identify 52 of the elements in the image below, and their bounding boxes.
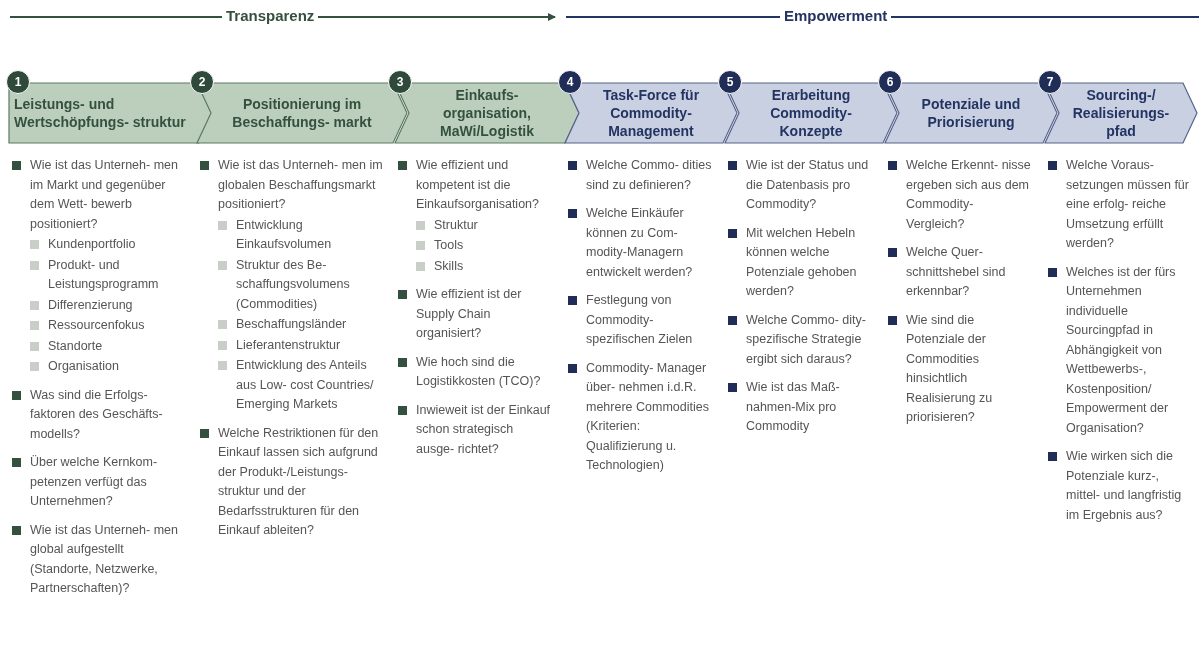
bullet-item: Über welche Kernkom- petenzen verfügt das Unternehmen? xyxy=(12,453,186,512)
sub-bullet-item: Beschaffungsländer xyxy=(200,315,384,335)
step-title: Erarbeitung Commodity- Konzepte xyxy=(769,86,853,141)
bullet-item: Wie wirken sich die Potenziale kurz-, mittel- und langfristig im Ergebnis aus? xyxy=(1048,447,1189,525)
bullet-item: Welche Commo- dity-spezifische Strategie ergibt sich daraus? xyxy=(728,310,874,369)
sub-bullet-item: Lieferantenstruktur xyxy=(200,335,384,355)
bullet-item: Wie effizient und kompetent ist die Einkaufsorganisation? xyxy=(398,156,554,215)
sub-bullet-item: Standorte xyxy=(12,336,186,356)
step-title: Potenziale und Priorisierung xyxy=(920,95,1022,132)
step-number-badge: 3 xyxy=(388,70,412,94)
bullet-item: Wie ist das Unterneh- men im Markt und gegenüber dem Wett- bewerb positioniert? xyxy=(12,156,186,234)
bullet-item: Inwieweit ist der Einkauf schon strategisch ausge- richtet? xyxy=(398,400,554,459)
bullet-item: Wie ist das Unterneh- men global aufgestellt (Standorte, Netzwerke, Partnerschaften)? xyxy=(12,520,186,599)
step-number-badge: 7 xyxy=(1038,70,1062,94)
step-number-badge: 6 xyxy=(878,70,902,94)
sub-bullet-item: Entwicklung des Anteils aus Low- cost Countries/ Emerging Markets xyxy=(200,356,384,415)
bullet-item: Wie ist der Status und die Datenbasis pro Commodity? xyxy=(728,156,874,215)
sub-bullet-item: Struktur xyxy=(398,215,554,235)
step-title: Task-Force für Commodity- Management xyxy=(601,86,701,141)
bullet-item: Wie ist das Unterneh- men im globalen Beschaffungsmarkt positioniert? xyxy=(200,156,384,215)
bullet-item: Commodity- Manager über- nehmen i.d.R. mehrere Commodities (Kriterien: Qualifizierung u. Technologien) xyxy=(568,358,714,476)
bullet-item: Welche Restriktionen für den Einkauf lassen sich aufgrund der Produkt-/Leistungs- struktur und der Bedarfsstrukturen für den Einkauf ableiten? xyxy=(200,423,384,541)
sub-bullet-item: Entwicklung Einkaufsvolumen xyxy=(200,215,384,255)
bullet-item: Wie ist das Maß- nahmen-Mix pro Commodity xyxy=(728,378,874,437)
bullet-item: Wie hoch sind die Logistikkosten (TCO)? xyxy=(398,352,554,392)
step-number-badge: 1 xyxy=(6,70,30,94)
bullet-item: Welche Commo- dities sind zu definieren? xyxy=(568,156,714,195)
sub-bullet-item: Organisation xyxy=(12,357,186,377)
sub-bullet-item: Ressourcenfokus xyxy=(12,316,186,336)
bullet-item: Welche Erkennt- nisse ergeben sich aus dem Commodity- Vergleich? xyxy=(888,156,1034,234)
step-title: Positionierung im Beschaffungs- markt xyxy=(231,95,373,132)
sub-bullet-item: Struktur des Be- schaffungsvolumens (Commodities) xyxy=(200,255,384,314)
sub-bullet-item: Kundenportfolio xyxy=(12,235,186,255)
bullet-item: Welche Quer- schnittshebel sind erkennbar? xyxy=(888,243,1034,302)
step-number-badge: 5 xyxy=(718,70,742,94)
bullet-item: Welches ist der fürs Unternehmen individuelle Sourcingpfad in Abhängigkeit von Wettbewerbs-, Kostenposition/ Empowerment der Organisation? xyxy=(1048,262,1189,438)
bullet-item: Welche Voraus- setzungen müssen für eine erfolg- reiche Umsetzung erfüllt werden? xyxy=(1048,156,1189,254)
bullet-item: Was sind die Erfolgs- faktoren des Geschäfts- modells? xyxy=(12,385,186,444)
step-number-badge: 4 xyxy=(558,70,582,94)
bullet-item: Mit welchen Hebeln können welche Potenziale gehoben werden? xyxy=(728,223,874,302)
sub-bullet-item: Produkt- und Leistungsprogramm xyxy=(12,255,186,295)
sub-bullet-item: Skills xyxy=(398,256,554,276)
bullet-item: Wie effizient ist der Supply Chain organisiert? xyxy=(398,285,554,344)
bullet-item: Welche Einkäufer können zu Com- modity-Managern entwickelt werden? xyxy=(568,204,714,282)
bullet-item: Festlegung von Commodity- spezifischen Zielen xyxy=(568,291,714,350)
sub-bullet-item: Tools xyxy=(398,236,554,256)
sub-bullet-item: Differenzierung xyxy=(12,295,186,315)
step-title: Leistungs- und Wertschöpfungs- struktur xyxy=(14,95,187,132)
step-number-badge: 2 xyxy=(190,70,214,94)
bullet-item: Wie sind die Potenziale der Commodities hinsichtlich Realisierung zu priorisieren? xyxy=(888,310,1034,428)
step-title: Sourcing-/ Realisierungs- pfad xyxy=(1071,86,1171,141)
step-title: Einkaufs- organisation, MaWi/Logistik xyxy=(439,86,535,141)
